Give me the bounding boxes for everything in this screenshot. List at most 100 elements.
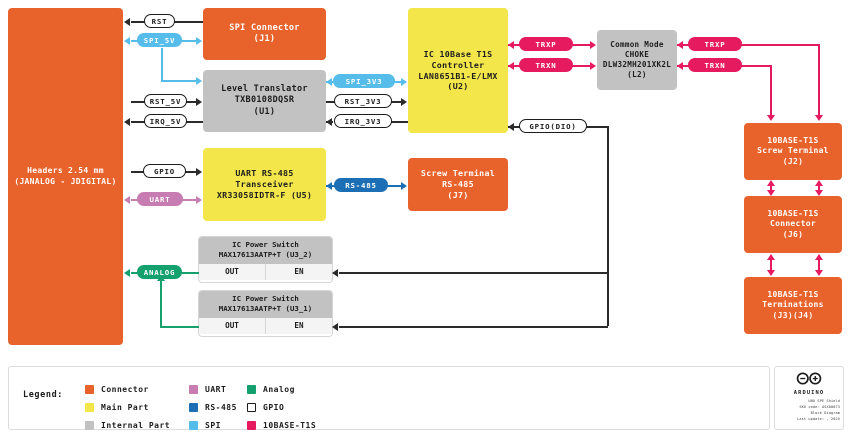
block-power-switch-u3-1[interactable]: IC Power Switch MAX17613AATP+T (U3_1) OU…	[198, 290, 333, 337]
legend-item-connector: Connector	[85, 381, 170, 397]
block-uart-transceiver-line-3: XR33058IDTR-F (U5)	[216, 189, 313, 200]
arduino-brand: ARDUINO	[794, 370, 824, 396]
legend-item-gpio: GPIO	[247, 399, 316, 415]
legend-swatch-rs485	[189, 402, 198, 412]
arrow-gpiodio-to-t1s-controller	[508, 122, 514, 131]
wire-trxp-right-a	[677, 44, 689, 46]
arduino-brand-name: ARDUINO	[793, 389, 825, 396]
arrow-trxn-to-choke-right	[677, 61, 683, 70]
signal-pill-gpio[interactable]: GPIO	[143, 164, 186, 178]
wire-trxn-right-a	[677, 65, 689, 67]
signal-pill-trxp-left[interactable]: TRXP	[519, 37, 573, 51]
wire-irq5v-right	[186, 121, 203, 123]
block-level-translator-line-2: TXB0108DQSR	[234, 95, 295, 106]
arrow-rst3v3-to-t1s-controller	[401, 97, 407, 106]
legend-swatch-gpio	[247, 402, 256, 412]
arrow-j6-j3j4-right-down	[814, 270, 823, 276]
power-switch-u3-2-en-pin[interactable]: EN	[265, 263, 332, 280]
arrow-trxn-to-t1s-screw	[766, 115, 775, 121]
arrow-rs485-to-uart-transceiver	[326, 181, 332, 190]
signal-pill-irq-3v3[interactable]: IRQ_3V3	[334, 114, 392, 128]
power-switch-u3-2-header: IC Power Switch MAX17613AATP+T (U3_2)	[199, 237, 332, 264]
signal-pill-uart[interactable]: UART	[137, 192, 183, 206]
block-uart-transceiver-line-1: UART RS-485	[235, 168, 294, 179]
power-switch-u3-1-out-pin[interactable]: OUT	[225, 320, 239, 330]
signal-pill-trxn-left[interactable]: TRXN	[519, 58, 573, 72]
signal-pill-spi-5v[interactable]: SPI_5V	[137, 33, 182, 47]
signal-pill-analog[interactable]: ANALOG	[137, 265, 182, 279]
wire-rst3v3-left	[326, 101, 336, 103]
wire-rst5v-right	[186, 101, 196, 103]
arrow-j6-j3j4-right-up	[814, 254, 823, 260]
power-switch-u3-1-en-pin[interactable]: EN	[265, 317, 332, 334]
block-level-translator[interactable]: Level Translator TXB0108DQSR (U1)	[203, 70, 326, 132]
arrow-trxp-to-t1s-screw	[814, 115, 823, 121]
block-headers[interactable]: Headers 2.54 mm (JANALOG - JDIGITAL)	[8, 8, 123, 345]
block-spi-connector-line-1: SPI Connector	[229, 22, 300, 33]
power-switch-u3-2-part: MAX17613AATP+T (U3_2)	[218, 249, 313, 259]
block-t1s-connector[interactable]: 10BASE-T1S Connector (J6)	[744, 196, 842, 253]
power-switch-u3-1-pins: OUT EN	[199, 317, 332, 334]
wire-trxp-left-b	[572, 44, 591, 46]
block-t1s-screw-terminal[interactable]: 10BASE-T1S Screw Terminal (J2)	[744, 123, 842, 180]
arrow-gpiodio-to-psw1-en	[332, 322, 338, 331]
block-screw-terminal-rs485-line-3: (J7)	[447, 189, 469, 200]
power-switch-u3-1-part: MAX17613AATP+T (U3_1)	[218, 303, 313, 313]
signal-pill-rst-5v[interactable]: RST_5V	[144, 94, 187, 108]
legend-item-internal-part: Internal Part	[85, 417, 170, 433]
legend-column-1: Connector Main Part Internal Part	[85, 381, 170, 435]
wire-uart-left	[131, 199, 138, 201]
arrow-irq5v-to-headers	[124, 117, 130, 126]
legend-label-spi: SPI	[205, 420, 221, 430]
arrow-trxp-to-t1s-controller	[508, 40, 514, 49]
arrow-spi3v3-to-level-translator	[326, 77, 332, 86]
title-block-lines: UNO SPE Shield SKU code: ASX00073 Block …	[775, 398, 843, 423]
block-level-translator-line-3: (U1)	[253, 106, 276, 117]
block-common-mode-choke-line-3: DLW32MH201XK2L	[602, 60, 672, 69]
wire-spi5v-left	[131, 40, 138, 42]
wire-uart-right	[182, 199, 196, 201]
wire-rst3v3-right	[391, 101, 401, 103]
arrow-trxp-to-choke-left	[590, 40, 596, 49]
arrow-rs485-to-screw-terminal	[401, 181, 407, 190]
signal-pill-rs485[interactable]: RS-485	[334, 178, 388, 192]
legend-label-gpio: GPIO	[263, 402, 285, 412]
block-t1s-screw-terminal-line-1: 10BASE-T1S	[767, 135, 819, 145]
wire-gpio-left	[131, 171, 144, 173]
block-t1s-connector-line-2: Connector	[769, 219, 817, 229]
block-t1s-terminations[interactable]: 10BASE-T1S Terminations (J3)(J4)	[744, 277, 842, 334]
signal-pill-trxn-right[interactable]: TRXN	[688, 58, 742, 72]
signal-pill-gpio-dio[interactable]: GPIO(DIO)	[519, 119, 587, 133]
wire-gpiodio-vertical	[607, 126, 609, 273]
legend-item-main-part: Main Part	[85, 399, 170, 415]
legend-label-connector: Connector	[101, 384, 149, 394]
arrow-trxn-to-t1s-controller	[508, 61, 514, 70]
signal-pill-irq-5v[interactable]: IRQ_5V	[144, 114, 187, 128]
legend-item-rs485: RS-485	[189, 399, 237, 415]
signal-pill-rst-3v3[interactable]: RST_3V3	[334, 94, 392, 108]
power-switch-u3-2-out-pin[interactable]: OUT	[225, 266, 239, 276]
block-power-switch-u3-2[interactable]: IC Power Switch MAX17613AATP+T (U3_2) OU…	[198, 236, 333, 283]
wire-trxn-right-vertical	[770, 65, 772, 116]
wire-analog-to-psw2	[181, 272, 199, 274]
block-screw-terminal-rs485[interactable]: Screw Terminal RS-485 (J7)	[408, 158, 508, 211]
arrow-gpio-to-uart-transceiver	[196, 167, 202, 176]
wire-gpiodio-to-psw1-en	[339, 326, 608, 328]
signal-pill-spi-3v3[interactable]: SPI_3V3	[333, 74, 395, 88]
arrow-rst5v-to-level-translator	[196, 97, 202, 106]
block-uart-transceiver[interactable]: UART RS-485 Transceiver XR33058IDTR-F (U…	[203, 148, 326, 221]
signal-pill-rst[interactable]: RST	[144, 14, 175, 28]
wire-analog-psw1-out	[160, 326, 199, 328]
wire-gpiodio-to-controller	[508, 126, 520, 128]
arrow-trxp-to-choke-right	[677, 40, 683, 49]
arduino-infinity-logo-icon	[796, 370, 822, 389]
block-t1s-terminations-line-2: Terminations	[762, 300, 824, 310]
block-common-mode-choke[interactable]: Common Mode CHOKE DLW32MH201XK2L (L2)	[597, 30, 677, 90]
block-spi-connector[interactable]: SPI Connector (J1)	[203, 8, 326, 60]
block-t1s-controller[interactable]: IC 10Base T1S Controller LAN8651B1-E/LMX…	[408, 8, 508, 133]
signal-pill-trxp-right[interactable]: TRXP	[688, 37, 742, 51]
block-screw-terminal-rs485-line-1: Screw Terminal	[420, 168, 496, 179]
legend-column-2: UART RS-485 SPI	[189, 381, 237, 435]
wire-trxn-left-b	[572, 65, 591, 67]
